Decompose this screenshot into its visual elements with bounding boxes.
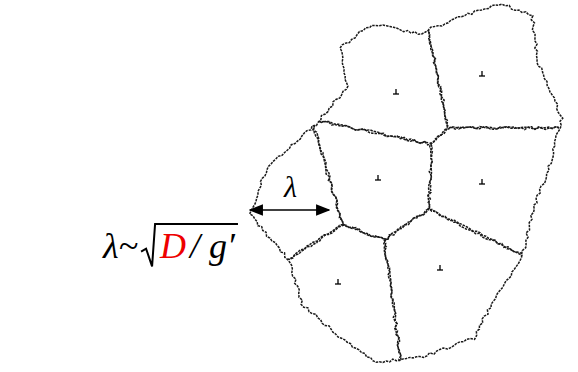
cell-wall: [228, 225, 403, 372]
formula-lhs: λ~: [103, 226, 138, 267]
cell-walls: [228, 0, 578, 372]
dislocation-symbol: [479, 179, 485, 184]
cell-boundary: [250, 4, 563, 362]
dislocation-symbols: [335, 71, 485, 284]
dislocation-symbol: [393, 89, 399, 94]
dislocation-symbol: [479, 71, 485, 76]
root-sign: [141, 224, 238, 266]
formula-variable: D: [160, 226, 186, 267]
cell-wall: [428, 126, 578, 282]
formula-denominator: / g′: [190, 226, 235, 267]
cell-outline: [250, 4, 563, 362]
dislocation-symbol: [375, 175, 381, 180]
spacing-arrow: [250, 209, 329, 211]
dislocation-symbol: [437, 265, 443, 270]
cell-wall: [420, 0, 578, 130]
cell-wall: [229, 0, 448, 145]
cell-wall: [384, 209, 578, 372]
spacing-symbol: λ: [284, 170, 297, 205]
cell-wall: [311, 120, 432, 240]
dislocation-symbol: [335, 279, 341, 284]
